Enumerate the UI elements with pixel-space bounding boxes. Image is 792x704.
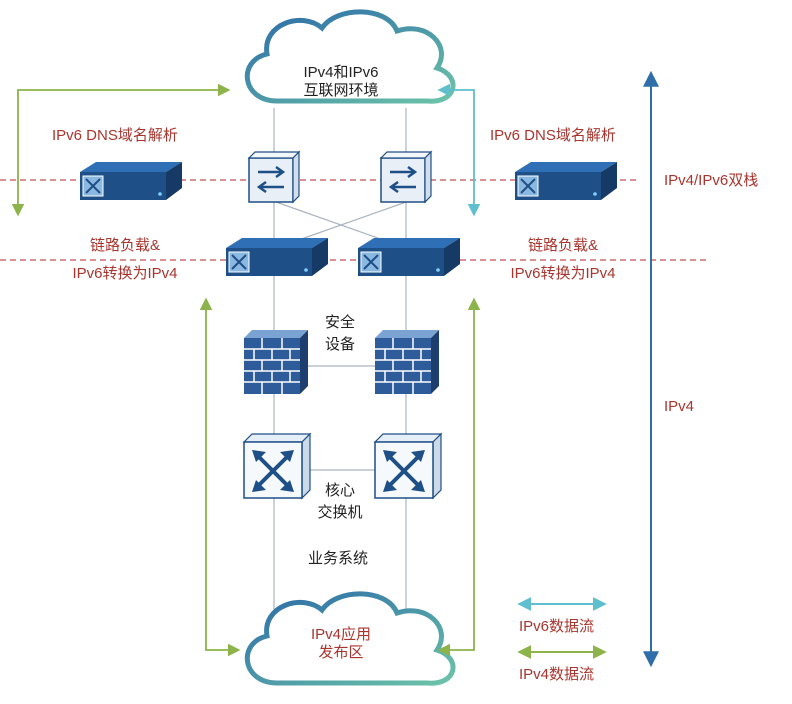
- lb-left-label: 链路负载& IPv6转换为IPv4: [50, 232, 200, 288]
- scope-dual-stack-label: IPv4/IPv6双栈: [664, 172, 759, 189]
- ipv4-flow-arrow-left: [11, 83, 241, 657]
- lb-right-line2: IPv6转换为IPv4: [510, 265, 616, 282]
- core-switch-icon: [242, 432, 312, 500]
- firewall-icon: [243, 329, 309, 395]
- sangfor-appliance-icon: [357, 237, 461, 277]
- cloud-top-label: IPv4和IPv6 互联网环境: [270, 64, 412, 100]
- sangfor-appliance-icon: [79, 161, 183, 201]
- ipv6-flow-arrow-right: [437, 83, 481, 217]
- lb-right-line1: 链路负载&: [527, 237, 598, 254]
- core-line1: 核心: [324, 482, 355, 499]
- lb-left-line1: 链路负载&: [89, 237, 160, 254]
- cloud-bottom-line2: 发布区: [318, 644, 364, 661]
- core-line2: 交换机: [317, 504, 363, 521]
- lb-left-line2: IPv6转换为IPv4: [72, 265, 178, 282]
- security-line1: 安全: [324, 314, 355, 331]
- firewall-icon: [374, 329, 440, 395]
- dns-left-label: IPv6 DNS域名解析: [52, 127, 178, 144]
- core-switch-icon: [373, 432, 443, 500]
- legend-ipv6-label: IPv6数据流: [519, 618, 595, 635]
- scope-ipv4-label: IPv4: [664, 398, 695, 415]
- cloud-top-line2: 互联网环境: [303, 82, 379, 99]
- sangfor-appliance-icon: [514, 161, 618, 201]
- business-system-label: 业务系统: [308, 550, 369, 567]
- security-device-label: 安全 设备: [312, 312, 368, 356]
- security-line2: 设备: [324, 336, 355, 353]
- router-icon: [247, 150, 301, 204]
- router-icon: [379, 150, 433, 204]
- dns-right-label: IPv6 DNS域名解析: [490, 127, 616, 144]
- cloud-bottom-label: IPv4应用 发布区: [270, 626, 412, 662]
- sangfor-appliance-icon: [225, 237, 329, 277]
- legend-ipv4-label: IPv4数据流: [519, 666, 595, 683]
- cloud-bottom-line1: IPv4应用: [310, 626, 371, 643]
- lb-right-label: 链路负载& IPv6转换为IPv4: [488, 232, 638, 288]
- cloud-top-line1: IPv4和IPv6: [303, 64, 379, 81]
- ipv4-flow-arrow-right: [437, 297, 481, 657]
- core-switch-label: 核心 交换机: [304, 480, 376, 524]
